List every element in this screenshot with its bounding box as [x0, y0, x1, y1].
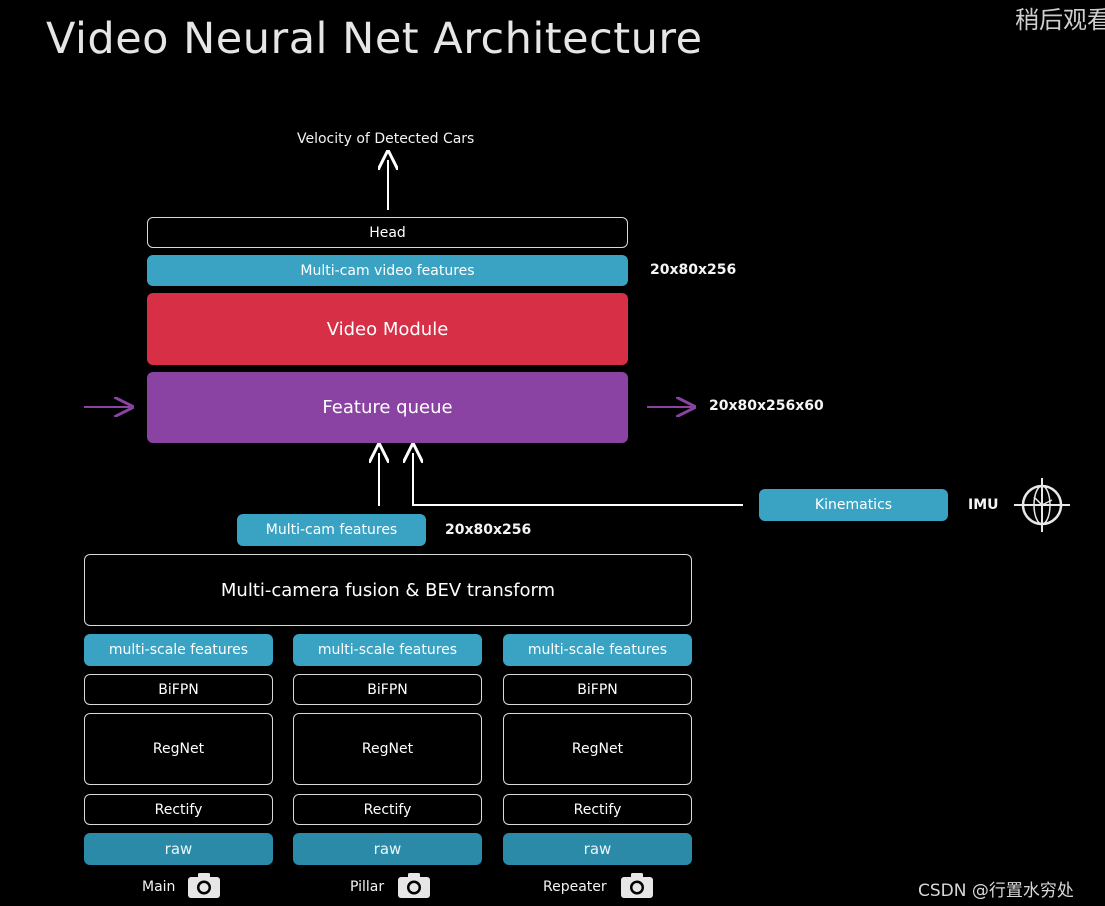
col-repeater-raw: raw [503, 833, 692, 865]
camera-label-repeater: Repeater [543, 879, 607, 895]
watch-later-label[interactable]: 稍后观看 [1015, 6, 1105, 34]
kinematics-arrow [413, 453, 743, 506]
video-module-box: Video Module [147, 293, 628, 365]
feature-queue-box: Feature queue [147, 372, 628, 443]
kinematics-box: Kinematics [759, 489, 948, 521]
video-features-dim: 20x80x256 [650, 262, 737, 278]
head-box: Head [147, 217, 628, 248]
fusion-box: Multi-camera fusion & BEV transform [84, 554, 692, 626]
col-repeater-bifpn: BiFPN [503, 674, 692, 705]
multicam-features-box: Multi-cam features [237, 514, 426, 546]
page-title: Video Neural Net Architecture [46, 14, 703, 64]
watermark: CSDN @行置水穷处 [918, 881, 1074, 901]
camera-icon [188, 873, 220, 898]
camera-label-main: Main [142, 879, 176, 895]
col-pillar-rectify: Rectify [293, 794, 482, 825]
col-repeater-msf: multi-scale features [503, 634, 692, 666]
col-pillar-bifpn: BiFPN [293, 674, 482, 705]
multicam-features-dim: 20x80x256 [445, 522, 532, 538]
feature-queue-dim: 20x80x256x60 [709, 398, 824, 414]
camera-label-pillar: Pillar [350, 879, 385, 895]
imu-icon [1014, 478, 1070, 532]
col-main-bifpn: BiFPN [84, 674, 273, 705]
output-label: Velocity of Detected Cars [297, 131, 475, 147]
col-pillar-regnet: RegNet [293, 713, 482, 785]
col-pillar-raw: raw [293, 833, 482, 865]
col-repeater-regnet: RegNet [503, 713, 692, 785]
imu-label: IMU [968, 497, 999, 513]
camera-icon [398, 873, 430, 898]
col-main-rectify: Rectify [84, 794, 273, 825]
col-pillar-msf: multi-scale features [293, 634, 482, 666]
col-main-raw: raw [84, 833, 273, 865]
col-main-regnet: RegNet [84, 713, 273, 785]
col-repeater-rectify: Rectify [503, 794, 692, 825]
camera-icon [621, 873, 653, 898]
video-features-box: Multi-cam video features [147, 255, 628, 286]
col-main-msf: multi-scale features [84, 634, 273, 666]
